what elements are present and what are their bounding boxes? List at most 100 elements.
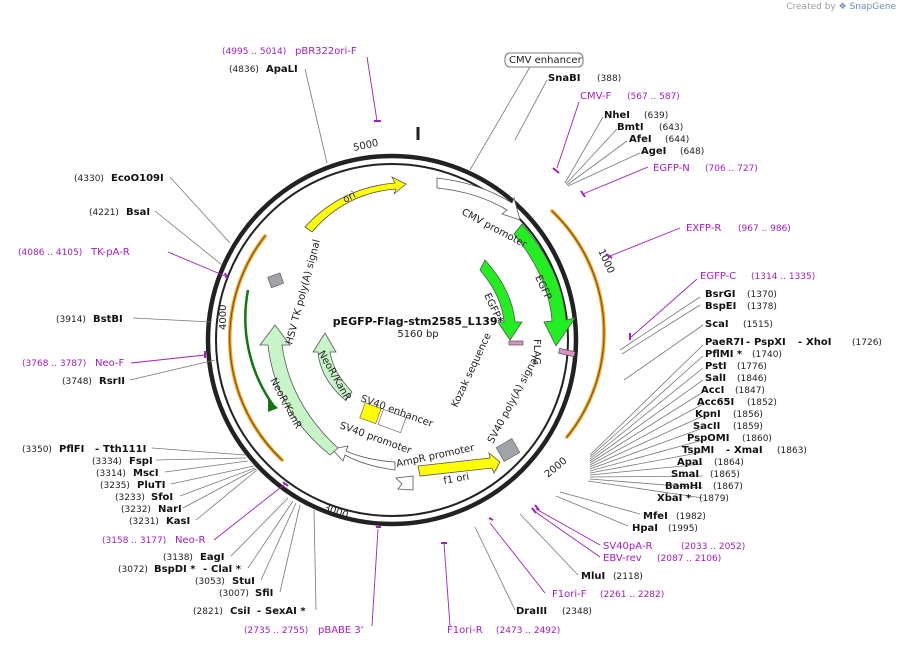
orange-arcs xyxy=(228,209,606,462)
enzyme-bmti-pos: (643) xyxy=(659,123,683,133)
egfp-arrow xyxy=(513,223,576,347)
primer-f1ori-r: F1ori-R xyxy=(447,625,483,636)
enzyme-msci: MscI xyxy=(133,468,159,479)
feature-labels: CMV enhancer CMV promoter EGFP EGFP FLAG… xyxy=(267,52,584,487)
enzyme-rsrii-pos: (3748) xyxy=(62,377,92,387)
enzyme-sacii: SacII xyxy=(693,421,720,432)
plasmid-length: 5160 bp xyxy=(397,329,438,340)
enzyme-bspei: BspEI xyxy=(705,301,736,312)
enzyme-xhoi: XhoI xyxy=(806,337,831,348)
enzyme-sfii-pos: (3007) xyxy=(219,589,249,599)
enzyme-sfoi: SfoI xyxy=(151,492,173,503)
hsv-tk-polya-marker xyxy=(267,272,285,289)
primer-f1ori-f-range: (2261 .. 2282) xyxy=(600,590,664,600)
ampr-promoter-arrow xyxy=(395,475,414,491)
enzyme-snabi: SnaBI xyxy=(548,73,580,84)
enzyme-bamhi-pos: (1867) xyxy=(713,482,743,492)
enzyme-smai-pos: (1865) xyxy=(710,470,740,480)
primer-tk-pa-r-range: (4086 .. 4105) xyxy=(18,248,82,258)
enzyme-hpai-pos: (1995) xyxy=(668,524,698,534)
svg-text:-: - xyxy=(203,564,207,575)
enzyme-stui: StuI xyxy=(232,576,255,587)
cmv-promoter-arrow xyxy=(436,177,521,221)
neor-arrow xyxy=(259,324,339,456)
primer-sv40pa-r: SV40pA-R xyxy=(603,541,652,552)
enzyme-xbai-pos: (1879) xyxy=(699,494,729,504)
enzyme-sali: SalI xyxy=(705,373,726,384)
enzyme-tspmi: TspMI xyxy=(682,445,714,456)
enzyme-bstbi: BstBI xyxy=(93,314,123,325)
credit-brand: SnapGene xyxy=(849,2,896,12)
enzyme-fspi-pos: (3334) xyxy=(92,457,122,467)
feature-label-ori: ori xyxy=(341,190,358,206)
enzyme-acci: AccI xyxy=(701,385,724,396)
enzyme-sexai: SexAI * xyxy=(265,606,306,617)
ori-arrow xyxy=(304,176,407,233)
primer-egfp-n-range: (706 .. 727) xyxy=(705,164,758,174)
enzyme-psti-pos: (1776) xyxy=(737,362,767,372)
enzyme-pluti-pos: (3235) xyxy=(100,481,130,491)
feature-label-neor-inner: NeoR/KanR xyxy=(315,349,352,403)
primer-egfp-n: EGFP-N xyxy=(653,163,690,174)
sv40-ori-box xyxy=(359,402,382,424)
enzyme-agei-pos: (648) xyxy=(680,147,704,157)
enzyme-bsai-pos: (4221) xyxy=(89,208,119,218)
enzyme-xmai-pos: (1863) xyxy=(777,446,807,456)
tick-label-5000: 5000 xyxy=(352,138,379,154)
feature-label-sv40-polya: SV40 poly(A) signal xyxy=(486,354,542,445)
svg-text:-: - xyxy=(726,445,730,456)
plasmid-name: pEGFP-Flag-stm2585_L139* xyxy=(333,315,504,328)
enzyme-nhei: NheI xyxy=(604,110,630,121)
enzyme-scai: ScaI xyxy=(705,319,729,330)
tick-label-1000: 1000 xyxy=(595,248,616,276)
enzyme-sacii-pos: (1859) xyxy=(733,422,763,432)
primer-labels: (4995 .. 5014) pBR322ori-F CMV-F (567 ..… xyxy=(18,46,815,636)
enzyme-rsrii: RsrII xyxy=(99,376,125,387)
enzyme-ecoo109i-pos: (4330) xyxy=(74,174,104,184)
primer-exfp-r: EXFP-R xyxy=(686,223,721,234)
enzyme-xmai: XmaI xyxy=(734,445,763,456)
enzyme-apali-pos: (4836) xyxy=(229,65,259,75)
enzyme-ecoo109i: EcoO109I xyxy=(111,173,164,184)
flag-marker xyxy=(558,348,576,357)
primer-neo-r-range: (3158 .. 3177) xyxy=(102,536,166,546)
primer-exfp-r-range: (967 .. 986) xyxy=(738,224,791,234)
kozak-marker xyxy=(508,340,524,346)
enzyme-bsrgi-pos: (1370) xyxy=(747,290,777,300)
enzyme-sfii: SfiI xyxy=(255,588,273,599)
enzyme-pflmi: PflMI * xyxy=(705,349,743,360)
enzyme-apali: ApaLI xyxy=(266,64,298,75)
primer-neo-f: Neo-F xyxy=(95,358,125,369)
enzyme-pluti: PluTI xyxy=(137,480,165,491)
primer-neo-r: Neo-R xyxy=(175,535,206,546)
primer-pbabe: pBABE 3' xyxy=(318,625,364,636)
enzyme-xhoi-pos: (1726) xyxy=(852,338,882,348)
enzyme-mlui: MluI xyxy=(581,571,605,582)
snapgene-credit: Created by ❖ SnapGene xyxy=(786,2,896,12)
primer-cmv-f: CMV-F xyxy=(580,91,611,102)
primer-marks xyxy=(204,120,631,544)
enzyme-mfei: MfeI xyxy=(643,511,668,522)
snapgene-logo-icon: ❖ xyxy=(838,2,847,12)
sv40-polya-marker xyxy=(495,438,521,462)
f1-ori-arrow xyxy=(417,451,501,477)
enzyme-pspxi: PspXI xyxy=(754,337,786,348)
enzyme-mfei-pos: (1982) xyxy=(676,512,706,522)
feature-label-hsv-tk: HSV TK poly(A) signal xyxy=(284,238,323,345)
enzyme-bspdi-pos: (3072) xyxy=(118,565,148,575)
enzyme-acc65i: Acc65I xyxy=(697,397,734,408)
primer-f1ori-f: F1ori-F xyxy=(552,589,587,600)
enzyme-eagi: EagI xyxy=(200,552,224,563)
enzyme-acci-pos: (1847) xyxy=(735,386,765,396)
enzyme-psti: PstI xyxy=(705,361,727,372)
enzyme-bstbi-pos: (3914) xyxy=(56,315,86,325)
enzyme-bamhi: BamHI xyxy=(665,481,702,492)
enzyme-tth111i: Tth111I xyxy=(103,444,146,455)
enzyme-hpai: HpaI xyxy=(632,523,658,534)
enzyme-sfoi-pos: (3233) xyxy=(115,493,145,503)
enzyme-pflmi-pos: (1740) xyxy=(752,350,782,360)
enzyme-draiii: DraIII xyxy=(516,606,547,617)
enzyme-bmti: BmtI xyxy=(617,122,644,133)
tick-label-3000: 3000 xyxy=(322,502,350,521)
